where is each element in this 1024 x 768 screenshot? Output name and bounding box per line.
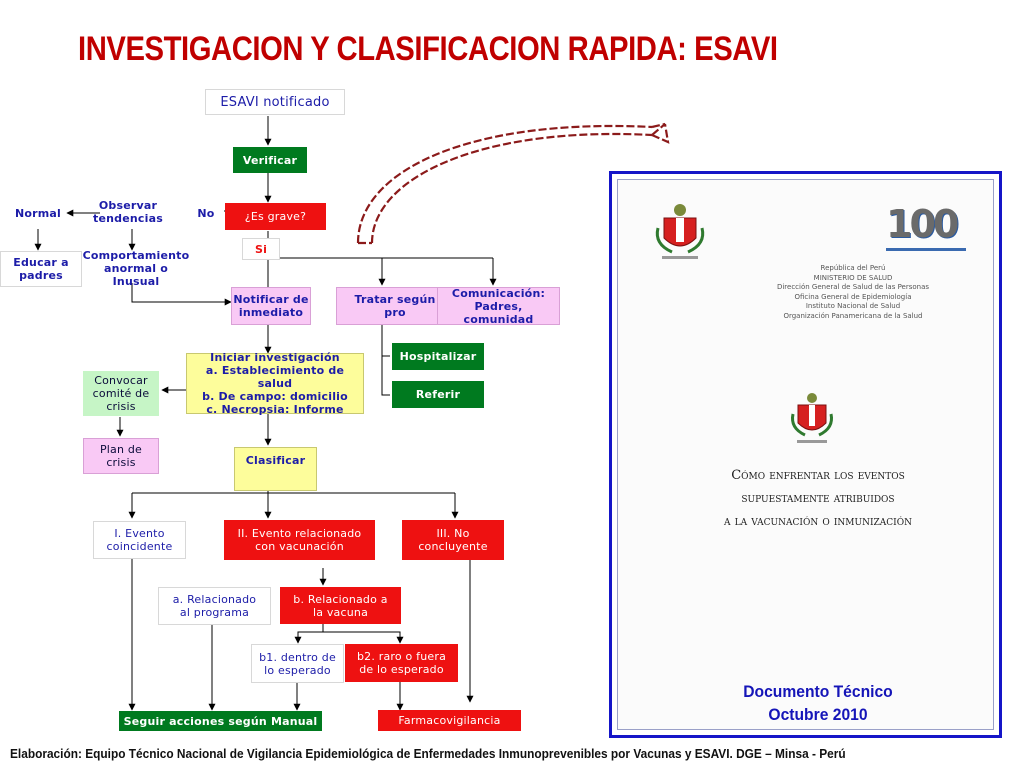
educar-padres-box: Educar a padres bbox=[0, 251, 82, 287]
esavi-notificado-label: ESAVI notificado bbox=[220, 94, 330, 110]
hospitalizar-box: Hospitalizar bbox=[392, 343, 484, 370]
dentro-esperado-label: b1. dentro de lo esperado bbox=[259, 650, 336, 677]
comportamiento-anormal-label: Comportamiento anormal o Inusual bbox=[82, 248, 190, 288]
hospitalizar-label: Hospitalizar bbox=[399, 350, 477, 363]
seguir-acciones-label: Seguir acciones según Manual bbox=[123, 714, 318, 728]
si-label: Si bbox=[254, 242, 268, 256]
farmacovigilancia-box: Farmacovigilancia bbox=[378, 710, 521, 731]
si-label-box: Si bbox=[242, 238, 280, 260]
referir-box: Referir bbox=[392, 381, 484, 408]
fuera-esperado-label: b2. raro o fuera de lo esperado bbox=[356, 650, 447, 676]
notificar-inmediato-label: Notificar de inmediato bbox=[233, 293, 309, 319]
relacionado-programa-label: a. Relacionado al programa bbox=[172, 593, 257, 619]
page-title: INVESTIGACION Y CLASIFICACION RAPIDA: ES… bbox=[78, 30, 778, 68]
evento-relacionado-label: II. Evento relacionado con vacunación bbox=[237, 527, 362, 553]
relacionado-vacuna-box: b. Relacionado a la vacuna bbox=[280, 587, 401, 624]
plan-crisis-box: Plan de crisis bbox=[83, 438, 159, 474]
evento-coincidente-label: I. Evento coincidente bbox=[106, 527, 173, 553]
clasificar-label: Clasificar bbox=[245, 454, 306, 467]
comunicacion-box: Comunicación: Padres, comunidad bbox=[437, 286, 560, 326]
anniversary-logo: 100 bbox=[886, 202, 971, 260]
iniciar-investigacion-label: Iniciar investigación a. Establecimiento… bbox=[202, 351, 348, 416]
verificar-box: Verificar bbox=[233, 147, 307, 173]
seguir-acciones-box: Seguir acciones según Manual bbox=[119, 711, 322, 731]
educar-padres-label: Educar a padres bbox=[13, 256, 69, 282]
comportamiento-anormal-box: Comportamiento anormal o Inusual bbox=[82, 249, 190, 288]
es-grave-label: ¿Es grave? bbox=[244, 210, 307, 223]
fuera-esperado-box: b2. raro o fuera de lo esperado bbox=[345, 644, 458, 682]
referir-label: Referir bbox=[415, 388, 461, 401]
plan-crisis-label: Plan de crisis bbox=[99, 443, 143, 469]
observar-tendencias-label: Observar tendencias bbox=[93, 199, 163, 225]
no-concluyente-box: III. No concluyente bbox=[402, 520, 504, 560]
notificar-inmediato-box: Notificar de inmediato bbox=[231, 287, 311, 325]
tratar-segun-box: Tratar según pro bbox=[336, 287, 446, 325]
peru-coat-of-arms-icon bbox=[791, 393, 833, 443]
document-page: 100 República del Perú MINISTERIO DE SAL… bbox=[617, 179, 994, 730]
tratar-segun-label: Tratar según pro bbox=[354, 293, 436, 319]
footer-credits: Elaboración: Equipo Técnico Nacional de … bbox=[10, 747, 846, 761]
document-title: Cómo enfrentar los eventos supuestamente… bbox=[724, 468, 912, 529]
peru-coat-of-arms-icon bbox=[655, 204, 705, 259]
normal-box: Normal bbox=[10, 204, 66, 222]
no-label: No bbox=[197, 206, 215, 220]
es-grave-box: ¿Es grave? bbox=[225, 203, 326, 230]
farmacovigilancia-label: Farmacovigilancia bbox=[398, 714, 501, 727]
no-label-box: No bbox=[188, 203, 224, 223]
dentro-esperado-box: b1. dentro de lo esperado bbox=[251, 644, 344, 683]
esavi-notificado-box: ESAVI notificado bbox=[205, 89, 345, 115]
verificar-label: Verificar bbox=[242, 153, 298, 167]
normal-label: Normal bbox=[14, 206, 62, 220]
anniversary-logo-text: 100 bbox=[886, 202, 959, 246]
document-cover: 100 República del Perú MINISTERIO DE SAL… bbox=[609, 171, 1002, 738]
relacionado-vacuna-label: b. Relacionado a la vacuna bbox=[293, 592, 388, 619]
comunicacion-label: Comunicación: Padres, comunidad bbox=[451, 286, 546, 326]
document-caption: Documento Técnico Octubre 2010 bbox=[743, 682, 893, 724]
no-concluyente-label: III. No concluyente bbox=[418, 527, 488, 553]
document-organizations: República del Perú MINISTERIO DE SALUD D… bbox=[776, 264, 930, 320]
convocar-comite-box: Convocar comité de crisis bbox=[83, 371, 159, 416]
observar-tendencias-box: Observar tendencias bbox=[88, 196, 168, 228]
convocar-comite-label: Convocar comité de crisis bbox=[92, 374, 150, 413]
evento-coincidente-box: I. Evento coincidente bbox=[93, 521, 186, 559]
clasificar-box: Clasificar bbox=[234, 447, 317, 491]
iniciar-investigacion-box: Iniciar investigación a. Establecimiento… bbox=[186, 351, 364, 416]
evento-relacionado-box: II. Evento relacionado con vacunación bbox=[224, 520, 375, 560]
relacionado-programa-box: a. Relacionado al programa bbox=[158, 587, 271, 625]
